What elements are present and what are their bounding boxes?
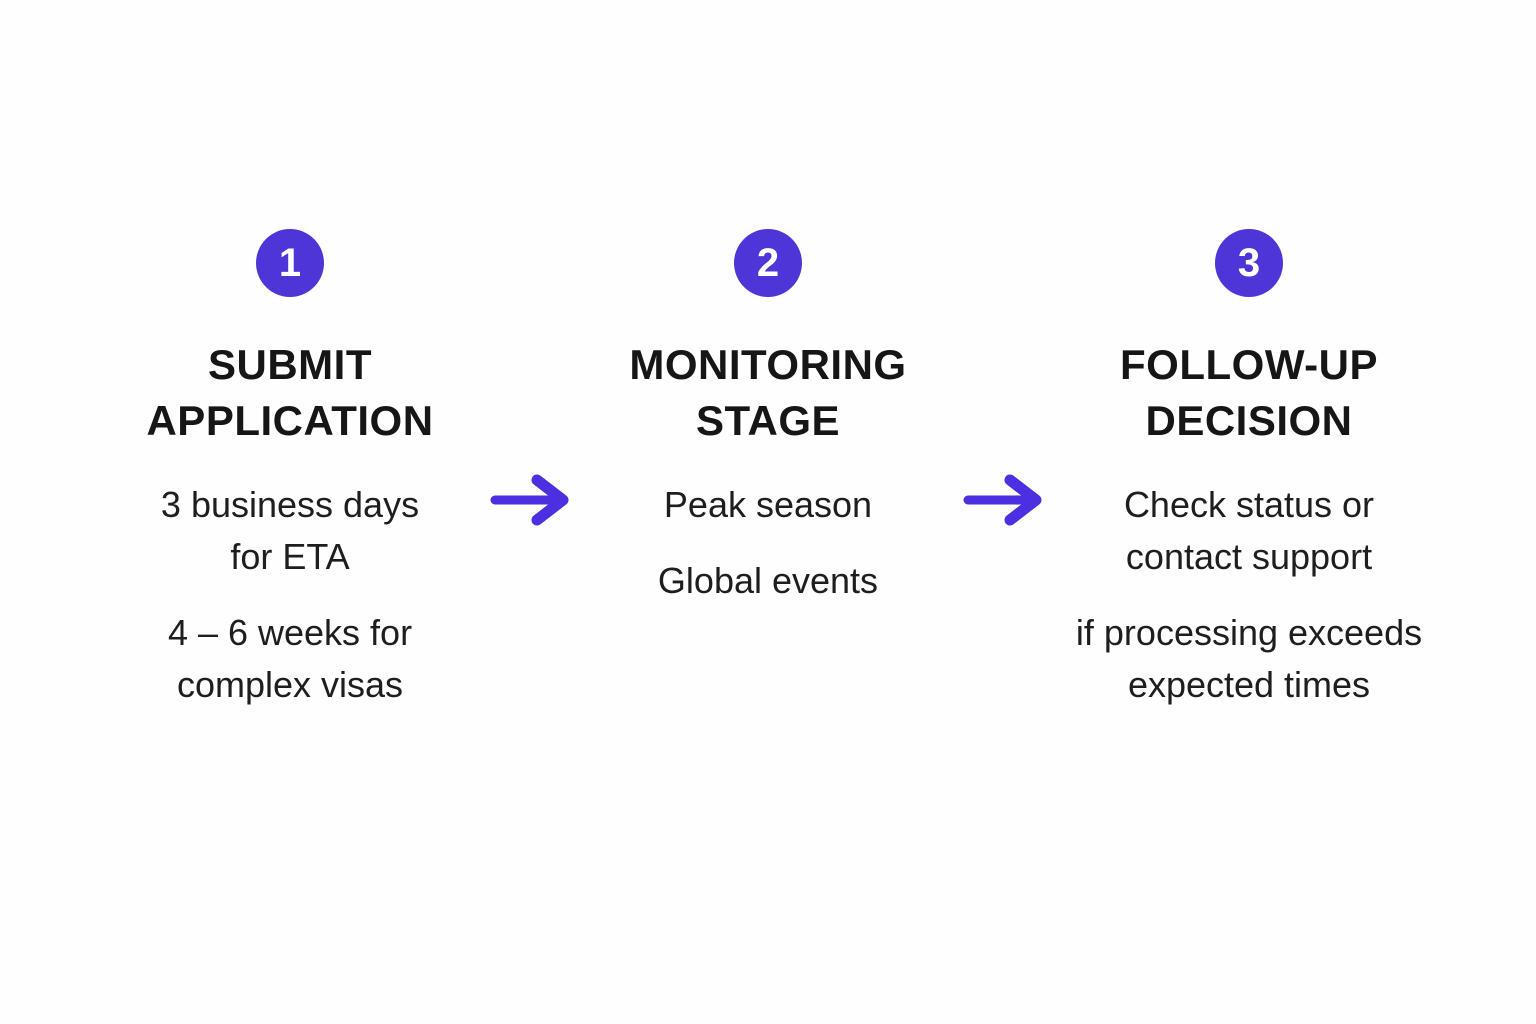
step-column-1: 1 SUBMIT APPLICATION 3 business days for… bbox=[85, 229, 495, 711]
step-number-badge: 1 bbox=[256, 229, 324, 297]
step-body: 3 business days for ETA 4 – 6 weeks for … bbox=[161, 479, 419, 711]
step-title: MONITORING STAGE bbox=[629, 341, 907, 444]
step-number: 1 bbox=[278, 241, 302, 285]
step-number: 2 bbox=[756, 241, 780, 285]
step-title: SUBMIT APPLICATION bbox=[146, 341, 434, 444]
step-paragraph: Peak season bbox=[663, 484, 873, 525]
step-paragraph: Global events bbox=[657, 560, 879, 601]
step-paragraph: 4 – 6 weeks for complex visas bbox=[167, 612, 413, 705]
step-number-badge: 2 bbox=[734, 229, 802, 297]
step-column-2: 2 MONITORING STAGE Peak season Global ev… bbox=[563, 229, 973, 607]
step-number-badge: 3 bbox=[1215, 229, 1283, 297]
step-paragraph: Check status or contact support bbox=[1123, 484, 1375, 577]
step-title: FOLLOW-UP DECISION bbox=[1120, 341, 1378, 444]
step-column-3: 3 FOLLOW-UP DECISION Check status or con… bbox=[1037, 229, 1461, 711]
step-paragraph: if processing exceeds expected times bbox=[1075, 612, 1423, 705]
step-paragraph: 3 business days for ETA bbox=[160, 484, 420, 577]
arrow-right-icon bbox=[963, 474, 1042, 526]
step-body: Check status or contact support if proce… bbox=[1076, 479, 1422, 711]
step-body: Peak season Global events bbox=[658, 479, 878, 607]
arrow-right-icon bbox=[490, 474, 569, 526]
step-number: 3 bbox=[1237, 241, 1261, 285]
